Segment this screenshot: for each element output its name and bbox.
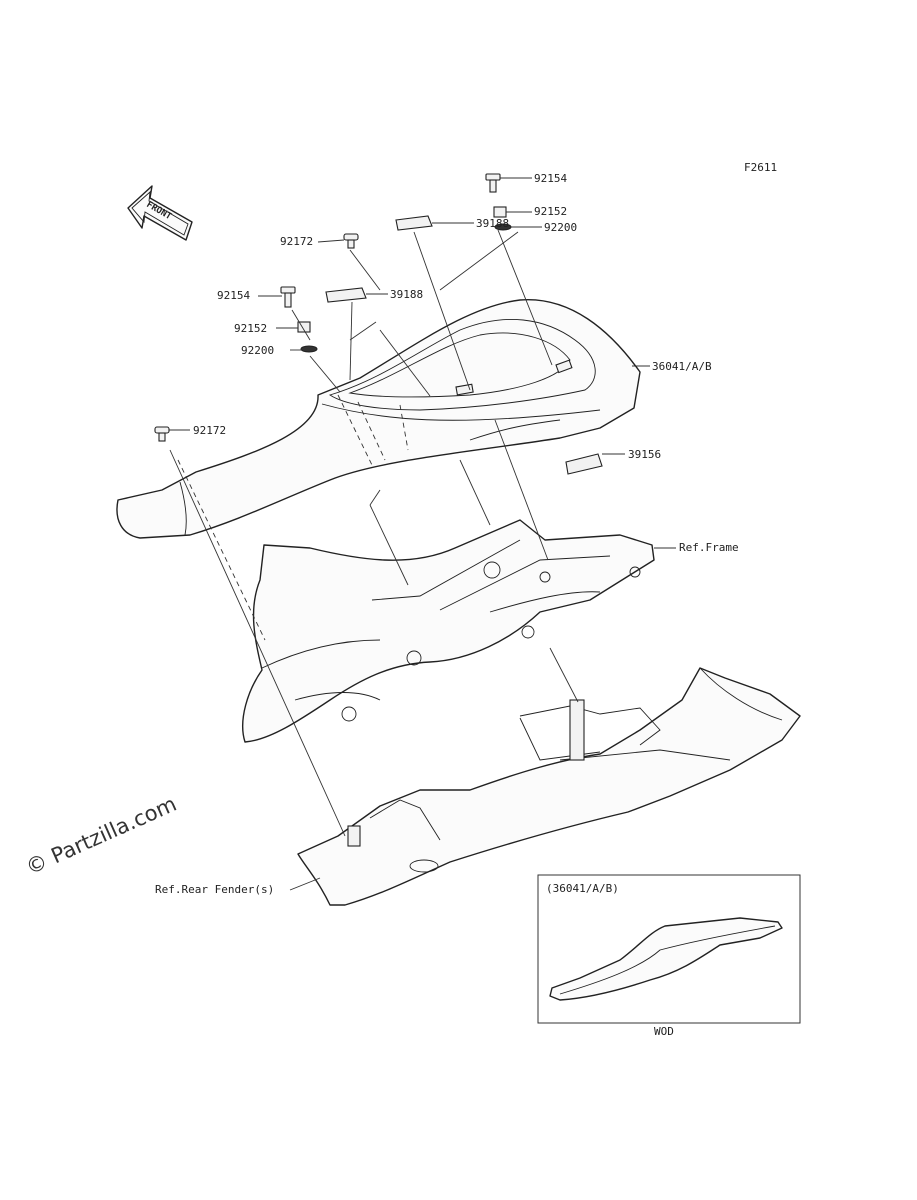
callout-92152-top: 92152 [534, 205, 567, 218]
washer-92200-left-icon [300, 345, 318, 353]
inset-caption: WOD [654, 1025, 674, 1038]
callout-ref-frame: Ref.Frame [679, 541, 739, 554]
callout-92200-left: 92200 [241, 344, 274, 357]
callout-39188-top: 39188 [476, 217, 509, 230]
callout-92154-left: 92154 [217, 289, 250, 302]
leader-lines [169, 177, 676, 891]
inset-seat-cover-part [549, 917, 783, 1001]
rivet-92172-top-icon [343, 233, 359, 249]
inset-title: (36041/A/B) [546, 882, 619, 895]
rivet-92172-left-icon [154, 426, 170, 442]
callout-39156: 39156 [628, 448, 661, 461]
seat-cover-part [116, 299, 641, 539]
figure-code: F2611 [744, 161, 777, 174]
callout-92154-top: 92154 [534, 172, 567, 185]
callout-92152-left: 92152 [234, 322, 267, 335]
rear-frame-part [242, 519, 655, 743]
collar-92152-left-icon [297, 321, 311, 333]
callout-39188-mid: 39188 [390, 288, 423, 301]
callout-labels: 92154 92152 92200 92172 39188 92154 3918… [155, 172, 739, 896]
callout-ref-rear-fender: Ref.Rear Fender(s) [155, 883, 274, 896]
bolt-92154-top-icon [485, 173, 501, 193]
callout-92172-left: 92172 [193, 424, 226, 437]
label-39188-top-icon [395, 215, 433, 231]
collar-92152-top-icon [493, 206, 507, 218]
label-39156-icon [565, 453, 603, 475]
bolt-92154-left-icon [280, 286, 296, 308]
callout-92200-top: 92200 [544, 221, 577, 234]
watermark-text: © Partzilla.com [22, 792, 180, 880]
callout-92172-top: 92172 [280, 235, 313, 248]
label-39188-mid-icon [325, 287, 367, 303]
rear-fender-part [297, 667, 801, 906]
callout-36041: 36041/A/B [652, 360, 712, 373]
front-arrow-icon: FRONT [127, 185, 193, 241]
inset-panel: (36041/A/B) WOD [537, 874, 801, 1038]
